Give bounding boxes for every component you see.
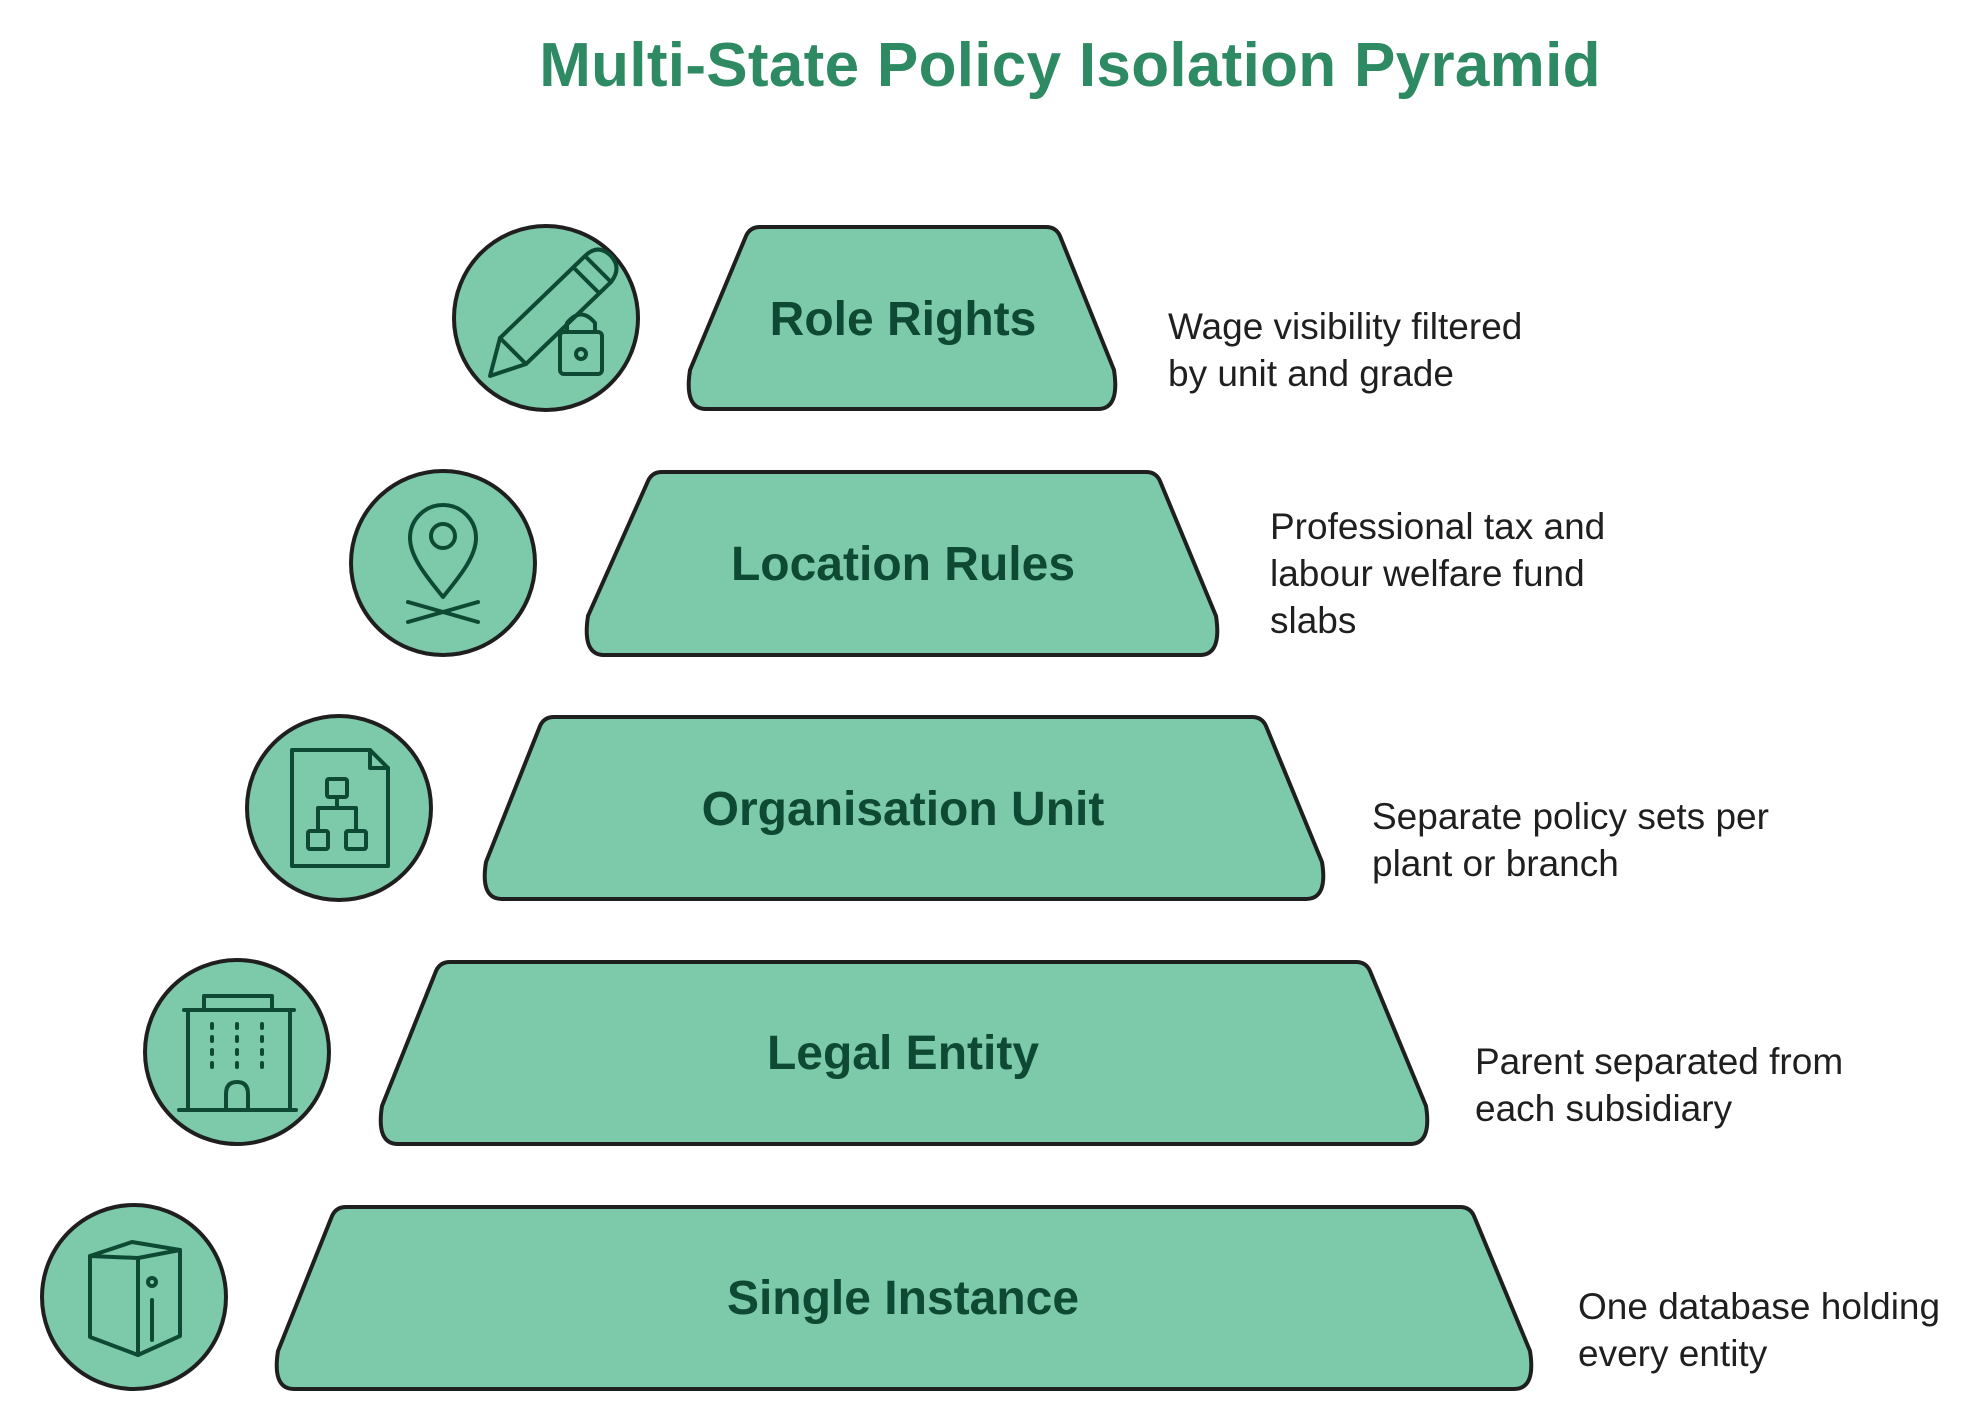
- tier-trapezoid-single-instance: [274, 1205, 1534, 1391]
- tier-trapezoid-location-rules: [584, 470, 1220, 657]
- tier-trapezoid-organisation-unit: [482, 715, 1326, 901]
- database-cube-icon: [88, 1240, 182, 1357]
- tier-description-role-rights: Wage visibility filtered by unit and gra…: [1168, 306, 1523, 394]
- tier-description-legal-entity: Parent separated from each subsidiary: [1475, 1041, 1844, 1129]
- tier-label-single-instance: Single Instance: [726, 1272, 1080, 1325]
- tier-trapezoid-legal-entity: [378, 960, 1430, 1146]
- tier-icon-badge-single-instance: [40, 1203, 228, 1391]
- tier-description-organisation-unit: Separate policy sets per plant or branch: [1372, 796, 1769, 884]
- page-title: Multi-State Policy Isolation Pyramid: [539, 31, 1601, 100]
- tier-icon-badge-role-rights: [452, 224, 640, 412]
- office-building-icon: [177, 994, 298, 1112]
- tier-description-location-rules: Professional tax and labour welfare fund…: [1270, 506, 1606, 641]
- tier-label-location-rules: Location Rules: [730, 538, 1076, 591]
- tier-label-role-rights: Role Rights: [769, 293, 1037, 346]
- tier-label-legal-entity: Legal Entity: [766, 1027, 1040, 1080]
- tier-label-organisation-unit: Organisation Unit: [701, 783, 1105, 836]
- tier-trapezoid-role-rights: [686, 225, 1118, 411]
- pen-lock-icon: [488, 247, 619, 378]
- map-pin-icon: [406, 503, 480, 624]
- org-chart-document-icon: [290, 748, 390, 868]
- tier-description-single-instance: One database holding every entity: [1578, 1286, 1941, 1374]
- tier-icon-badge-location-rules: [349, 469, 537, 657]
